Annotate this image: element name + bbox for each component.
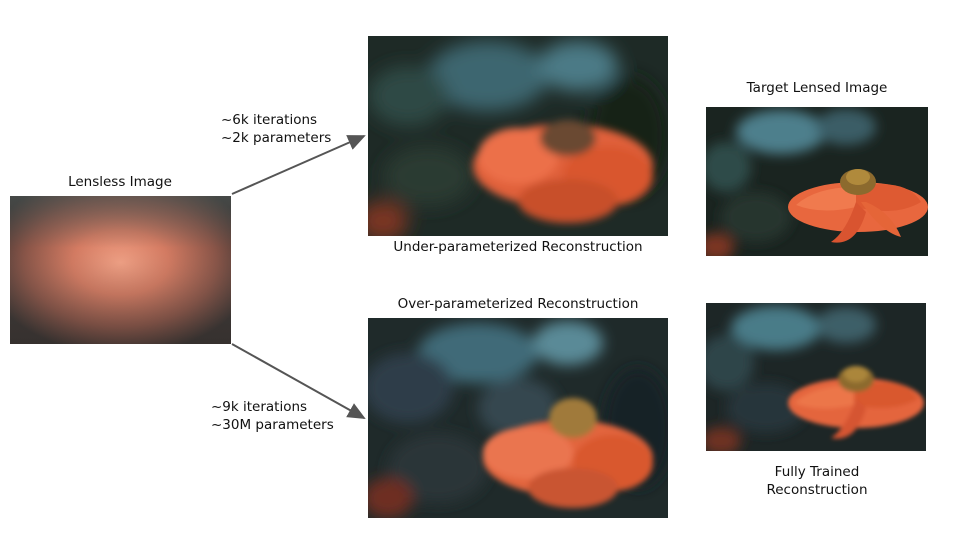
over-parameters-label: ~30M parameters — [211, 417, 334, 433]
under-iterations-label: ~6k iterations — [221, 112, 318, 128]
lensless-image-title: Lensless Image — [68, 174, 172, 190]
fully-trained-reconstruction-image — [706, 303, 926, 451]
target-lensed-image — [706, 107, 928, 256]
under-parameters-label: ~2k parameters — [221, 130, 332, 146]
arrow-to-under-reconstruction — [231, 135, 366, 195]
under-parameterized-caption: Under-parameterized Reconstruction — [393, 239, 643, 255]
fully-trained-caption-line1: Fully Trained — [774, 464, 860, 480]
arrow-to-over-reconstruction — [231, 343, 366, 419]
fully-trained-caption-line2: Reconstruction — [766, 482, 868, 498]
over-parameterized-reconstruction-image — [368, 318, 668, 518]
lensless-image — [10, 196, 231, 344]
target-flower — [788, 169, 928, 243]
target-lensed-image-title: Target Lensed Image — [746, 80, 888, 96]
under-parameterized-reconstruction-image — [368, 36, 668, 236]
over-parameterized-caption: Over-parameterized Reconstruction — [397, 296, 639, 312]
over-iterations-label: ~9k iterations — [211, 399, 308, 415]
